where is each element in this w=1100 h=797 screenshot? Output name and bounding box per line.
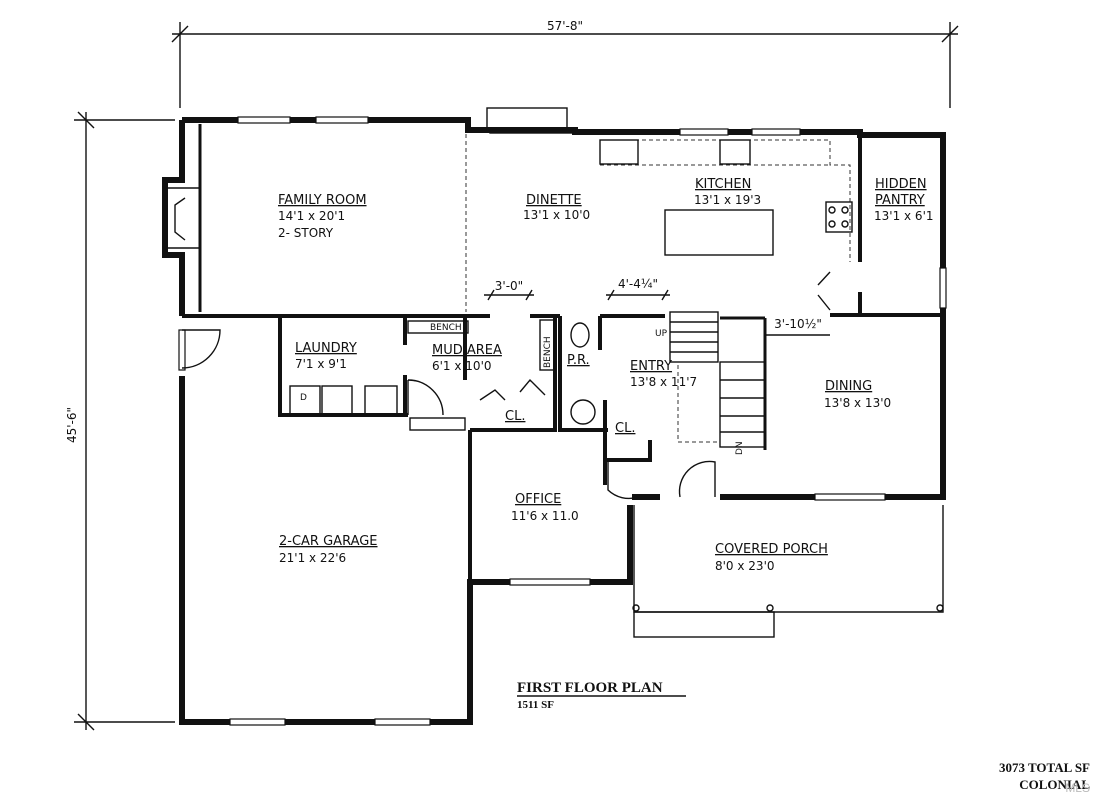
family-room-size: 14'1 x 20'1	[278, 209, 345, 223]
overall-width-dimension: 57'-8"	[171, 19, 959, 108]
room-hidden-pantry: HIDDEN PANTRY 13'1 x 6'1	[874, 177, 934, 223]
office-name: OFFICE	[515, 492, 561, 507]
room-kitchen: KITCHEN 13'1 x 19'3	[694, 177, 761, 207]
room-closets: CL. CL.	[505, 409, 635, 436]
entry-name: ENTRY	[630, 359, 672, 374]
room-mud-area: MUD AREA 6'1 x 10'0	[432, 343, 502, 373]
room-entry: ENTRY 13'8 x 11'7	[630, 359, 697, 389]
mud-area-size: 6'1 x 10'0	[432, 359, 492, 373]
family-room-name: FAMILY ROOM	[278, 193, 367, 208]
room-covered-porch: COVERED PORCH 8'0 x 23'0	[715, 542, 828, 573]
overall-depth-label: 45'-6"	[65, 407, 79, 443]
staircase: UP DN	[655, 311, 766, 455]
windows	[178, 116, 947, 726]
opening-dimensions: 3'-0" 4'-4¼" 3'-10½"	[484, 277, 830, 336]
overall-width-label: 57'-8"	[547, 19, 583, 33]
porch-name: COVERED PORCH	[715, 542, 828, 557]
office-size: 11'6 x 11.0	[511, 509, 579, 523]
dining-size: 13'8 x 13'0	[824, 396, 891, 410]
closet-1-name: CL.	[505, 409, 525, 424]
opening-1-label: 3'-0"	[495, 279, 523, 293]
plan-title: FIRST FLOOR PLAN	[517, 680, 663, 696]
doors	[181, 129, 831, 500]
overall-depth-dimension: 45'-6"	[65, 111, 175, 731]
laundry-name: LAUNDRY	[295, 341, 357, 356]
room-family-room: FAMILY ROOM 14'1 x 20'1 2- STORY	[278, 193, 367, 240]
closet-2-name: CL.	[615, 421, 635, 436]
room-dinette: DINETTE 13'1 x 10'0	[523, 193, 590, 222]
entry-size: 13'8 x 11'7	[630, 375, 697, 389]
powder-room-name: P.R.	[567, 353, 590, 368]
bench-2-label: BENCH	[543, 336, 553, 368]
watermark: MLS	[1065, 781, 1090, 795]
room-office: OFFICE 11'6 x 11.0	[511, 492, 579, 523]
laundry-size: 7'1 x 9'1	[295, 357, 347, 371]
stairs-down-label: DN	[735, 441, 745, 455]
bench-1-label: BENCH	[430, 323, 462, 333]
summary-block: 3073 TOTAL SF COLONIAL MLS	[999, 760, 1090, 795]
family-room-note: 2- STORY	[278, 226, 334, 240]
room-dining: DINING 13'8 x 13'0	[824, 379, 891, 410]
dining-name: DINING	[825, 379, 872, 394]
plan-sf: 1511 SF	[517, 699, 554, 711]
style-label: COLONIAL	[1019, 777, 1090, 792]
interior-walls	[182, 124, 944, 638]
dinette-name: DINETTE	[526, 193, 582, 208]
kitchen-fixtures	[599, 139, 853, 262]
garage-size: 21'1 x 22'6	[279, 551, 346, 565]
mud-area-name: MUD AREA	[432, 343, 502, 358]
opening-2-label: 4'-4¼"	[618, 277, 658, 291]
plan-title-block: FIRST FLOOR PLAN 1511 SF	[517, 680, 686, 711]
room-laundry: LAUNDRY 7'1 x 9'1	[295, 341, 357, 371]
dinette-size: 13'1 x 10'0	[523, 208, 590, 222]
benches: BENCH BENCH	[430, 323, 553, 368]
pantry-name-line1: HIDDEN	[875, 177, 927, 192]
stairs-up-label: UP	[655, 329, 668, 339]
laundry-fixtures: D	[289, 319, 596, 425]
total-sf: 3073 TOTAL SF	[999, 760, 1090, 775]
pantry-name-line2: PANTRY	[875, 193, 925, 208]
pantry-size: 13'1 x 6'1	[874, 209, 934, 223]
kitchen-name: KITCHEN	[695, 177, 751, 192]
dryer-label: D	[300, 393, 307, 403]
garage-name: 2-CAR GARAGE	[279, 534, 378, 549]
kitchen-size: 13'1 x 19'3	[694, 193, 761, 207]
room-powder-room: P.R.	[567, 353, 590, 368]
porch-size: 8'0 x 23'0	[715, 559, 775, 573]
opening-3-label: 3'-10½"	[774, 317, 822, 331]
room-garage: 2-CAR GARAGE 21'1 x 22'6	[279, 534, 378, 565]
